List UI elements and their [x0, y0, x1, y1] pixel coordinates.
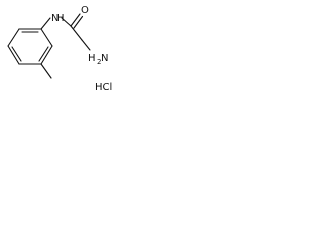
structure-canvas: N H O H 2 N HCl	[0, 0, 120, 96]
bonds	[7, 13, 91, 79]
aryl-n-bond	[40, 17, 51, 30]
methyl-bond	[40, 63, 52, 79]
amide-bond	[61, 17, 72, 27]
carbonyl-double-bond	[73, 15, 84, 29]
amine-nitrogen-label: N	[101, 53, 108, 64]
carbonyl-bond	[70, 13, 81, 27]
ring-double-bond	[38, 46, 49, 62]
chain-bond	[81, 39, 91, 51]
chain-bond	[70, 25, 83, 41]
salt-label: HCl	[95, 82, 112, 93]
ring-bond	[40, 45, 53, 65]
ring-bond	[40, 28, 53, 47]
ring-bond	[7, 28, 20, 47]
amine-subscript-label: 2	[97, 58, 101, 66]
chemical-structure-diagram: N H O H 2 N HCl	[7, 5, 112, 93]
amine-hydrogen-label: H	[88, 53, 96, 64]
ring-double-bond	[11, 46, 22, 62]
nitrogen-label: N	[51, 13, 58, 24]
amide-hydrogen-label: H	[57, 13, 65, 24]
ring-bond	[7, 45, 20, 65]
oxygen-label: O	[81, 5, 89, 16]
